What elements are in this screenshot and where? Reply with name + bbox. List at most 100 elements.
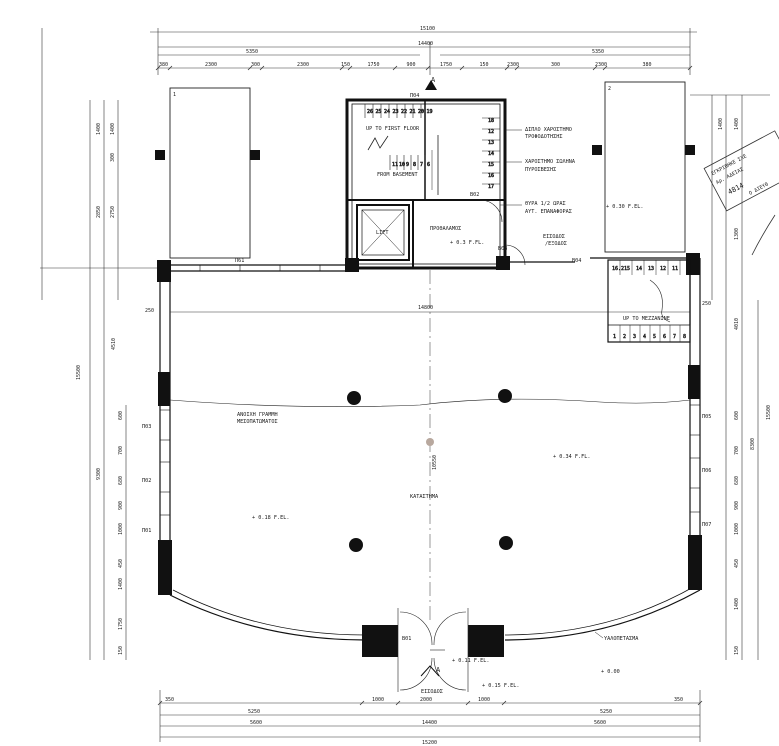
dim-top-inner: 14400: [418, 41, 433, 47]
entrance-arrow-icon: [420, 665, 440, 677]
stair-tread-number: 11: [392, 162, 398, 168]
note-fire-2: ΠΥΡΟΣΒΕΣΗΣ: [525, 167, 556, 173]
parking-bay-2-number: 2: [608, 86, 611, 92]
stair-tread-number: 19: [427, 109, 433, 115]
column: [362, 625, 398, 657]
mezz-tread-number: 12: [660, 266, 666, 272]
dim-right-upper-2: 1400: [734, 118, 740, 130]
level-entry: + 0.11 F.EL.: [452, 658, 489, 664]
window-w05: П05: [702, 414, 711, 420]
signature-stroke: [751, 214, 776, 256]
lift-shaft: [356, 204, 410, 261]
dim-left-window: 1000: [118, 523, 124, 535]
column: [686, 253, 700, 275]
dim-left-window: 450: [118, 559, 124, 568]
dim-top-segment: 2300: [595, 62, 607, 68]
bottom-dimension-chain: [159, 690, 701, 742]
dim-bottom-right-long: 5600: [594, 720, 606, 726]
window-w07: П07: [702, 522, 711, 528]
dim-bottom-inner: 14400: [422, 720, 437, 726]
stair-tread-number: 16: [488, 173, 494, 179]
dim-top-segment: 1750: [440, 62, 452, 68]
dim-left-window: 150: [118, 646, 124, 655]
parking-bay-2: [604, 81, 686, 253]
round-column: [499, 536, 513, 550]
dim-right-window: 900: [734, 501, 740, 510]
stair-tread-number: 7: [420, 162, 423, 168]
dim-right-overall: 15500: [766, 405, 772, 420]
dim-top-segment: 380: [159, 62, 168, 68]
level-ground: + 0.00: [601, 669, 620, 675]
dim-left-upper-4: 2750: [110, 206, 116, 218]
dim-bottom-left-mid: 5250: [248, 709, 260, 715]
window-w03: П03: [142, 424, 151, 430]
stair-tread-number: 14: [488, 151, 494, 157]
stair-tread-number: 10: [399, 162, 405, 168]
vestibule-label: ΠΡΟΘΑΛΑΜΟΣ: [430, 226, 461, 232]
dim-left-overall: 15500: [76, 365, 82, 380]
dim-bottom-segment: 2000: [420, 697, 432, 703]
window-w06: П06: [702, 468, 711, 474]
door-b03: Β03: [498, 246, 507, 252]
dim-top-segment: 150: [341, 62, 350, 68]
stair-tread-number: 9: [406, 162, 409, 168]
stair-tread-number: 18: [488, 118, 494, 124]
dim-left-mid: 4510: [111, 338, 117, 350]
mezz-tread-number: 15: [624, 266, 630, 272]
dim-top-segment: 900: [407, 62, 416, 68]
door-b02: Β02: [470, 192, 479, 198]
dim-left-window: 680: [118, 476, 124, 485]
dim-top-segment: 300: [551, 62, 560, 68]
stair-tread-number: 12: [488, 129, 494, 135]
stair-up-label: UP TO FIRST FLOOR: [366, 126, 420, 132]
dim-top-segment: 2300: [507, 62, 519, 68]
section-marker-a: A: [431, 76, 436, 84]
main-entrance-label: ΕΙΣΟΔΟΣ: [421, 689, 443, 695]
dim-right-window: 700: [734, 446, 740, 455]
lift-cross: [361, 209, 405, 256]
mezz-tread-number: 7: [673, 334, 676, 340]
window-w02: П02: [142, 478, 151, 484]
dim-left-window: 1750: [118, 618, 124, 630]
column: [685, 145, 695, 155]
column: [345, 258, 359, 272]
note-fire-1: ΧΑΡΟΣΤΗΜΟ ΣΩΛΗΝΑ: [525, 159, 576, 165]
round-column: [498, 389, 512, 403]
level-left: + 0.18 F.EL.: [252, 515, 289, 521]
dim-bottom-segment: 350: [165, 697, 174, 703]
door-b04: Β04: [572, 258, 581, 264]
parking-bay-1: [169, 87, 251, 259]
column: [158, 540, 172, 595]
window-w04: П04: [410, 93, 419, 99]
right-dimension-chain: [690, 94, 770, 660]
dim-top-left-half: 5350: [246, 49, 258, 55]
mezz-note-2: ΜΕΣΟΠΑΤΩΜΑΤΟΣ: [237, 419, 278, 425]
dim-right-upper-3: 1300: [734, 228, 740, 240]
window-w61: П61: [235, 258, 244, 264]
dim-250-left: 250: [145, 308, 154, 314]
column: [688, 535, 702, 590]
mezzanine-stair: [607, 259, 691, 343]
dim-left-upper-1: 1400: [96, 123, 102, 135]
section-marker-a-bottom: A: [436, 666, 441, 674]
dim-right-window: 1400: [734, 598, 740, 610]
stair-tread-number: 23: [393, 109, 399, 115]
dim-right-lower: 8300: [750, 438, 756, 450]
column: [158, 372, 170, 406]
shop-envelope: [159, 257, 701, 641]
mezzanine-edge-line: [169, 398, 691, 407]
dim-250-right: 250: [702, 301, 711, 307]
main-entrance: [397, 608, 469, 692]
lift-label: LIFT: [376, 230, 389, 236]
lift-car: [361, 209, 405, 256]
dim-left-upper-5: 2850: [96, 206, 102, 218]
mezz-tread-number: 6: [663, 334, 666, 340]
left-dimension-chain: [40, 28, 160, 660]
mezz-tread-number: 3: [633, 334, 636, 340]
dim-bottom-segment: 1000: [372, 697, 384, 703]
dim-top-right-half: 5350: [592, 49, 604, 55]
